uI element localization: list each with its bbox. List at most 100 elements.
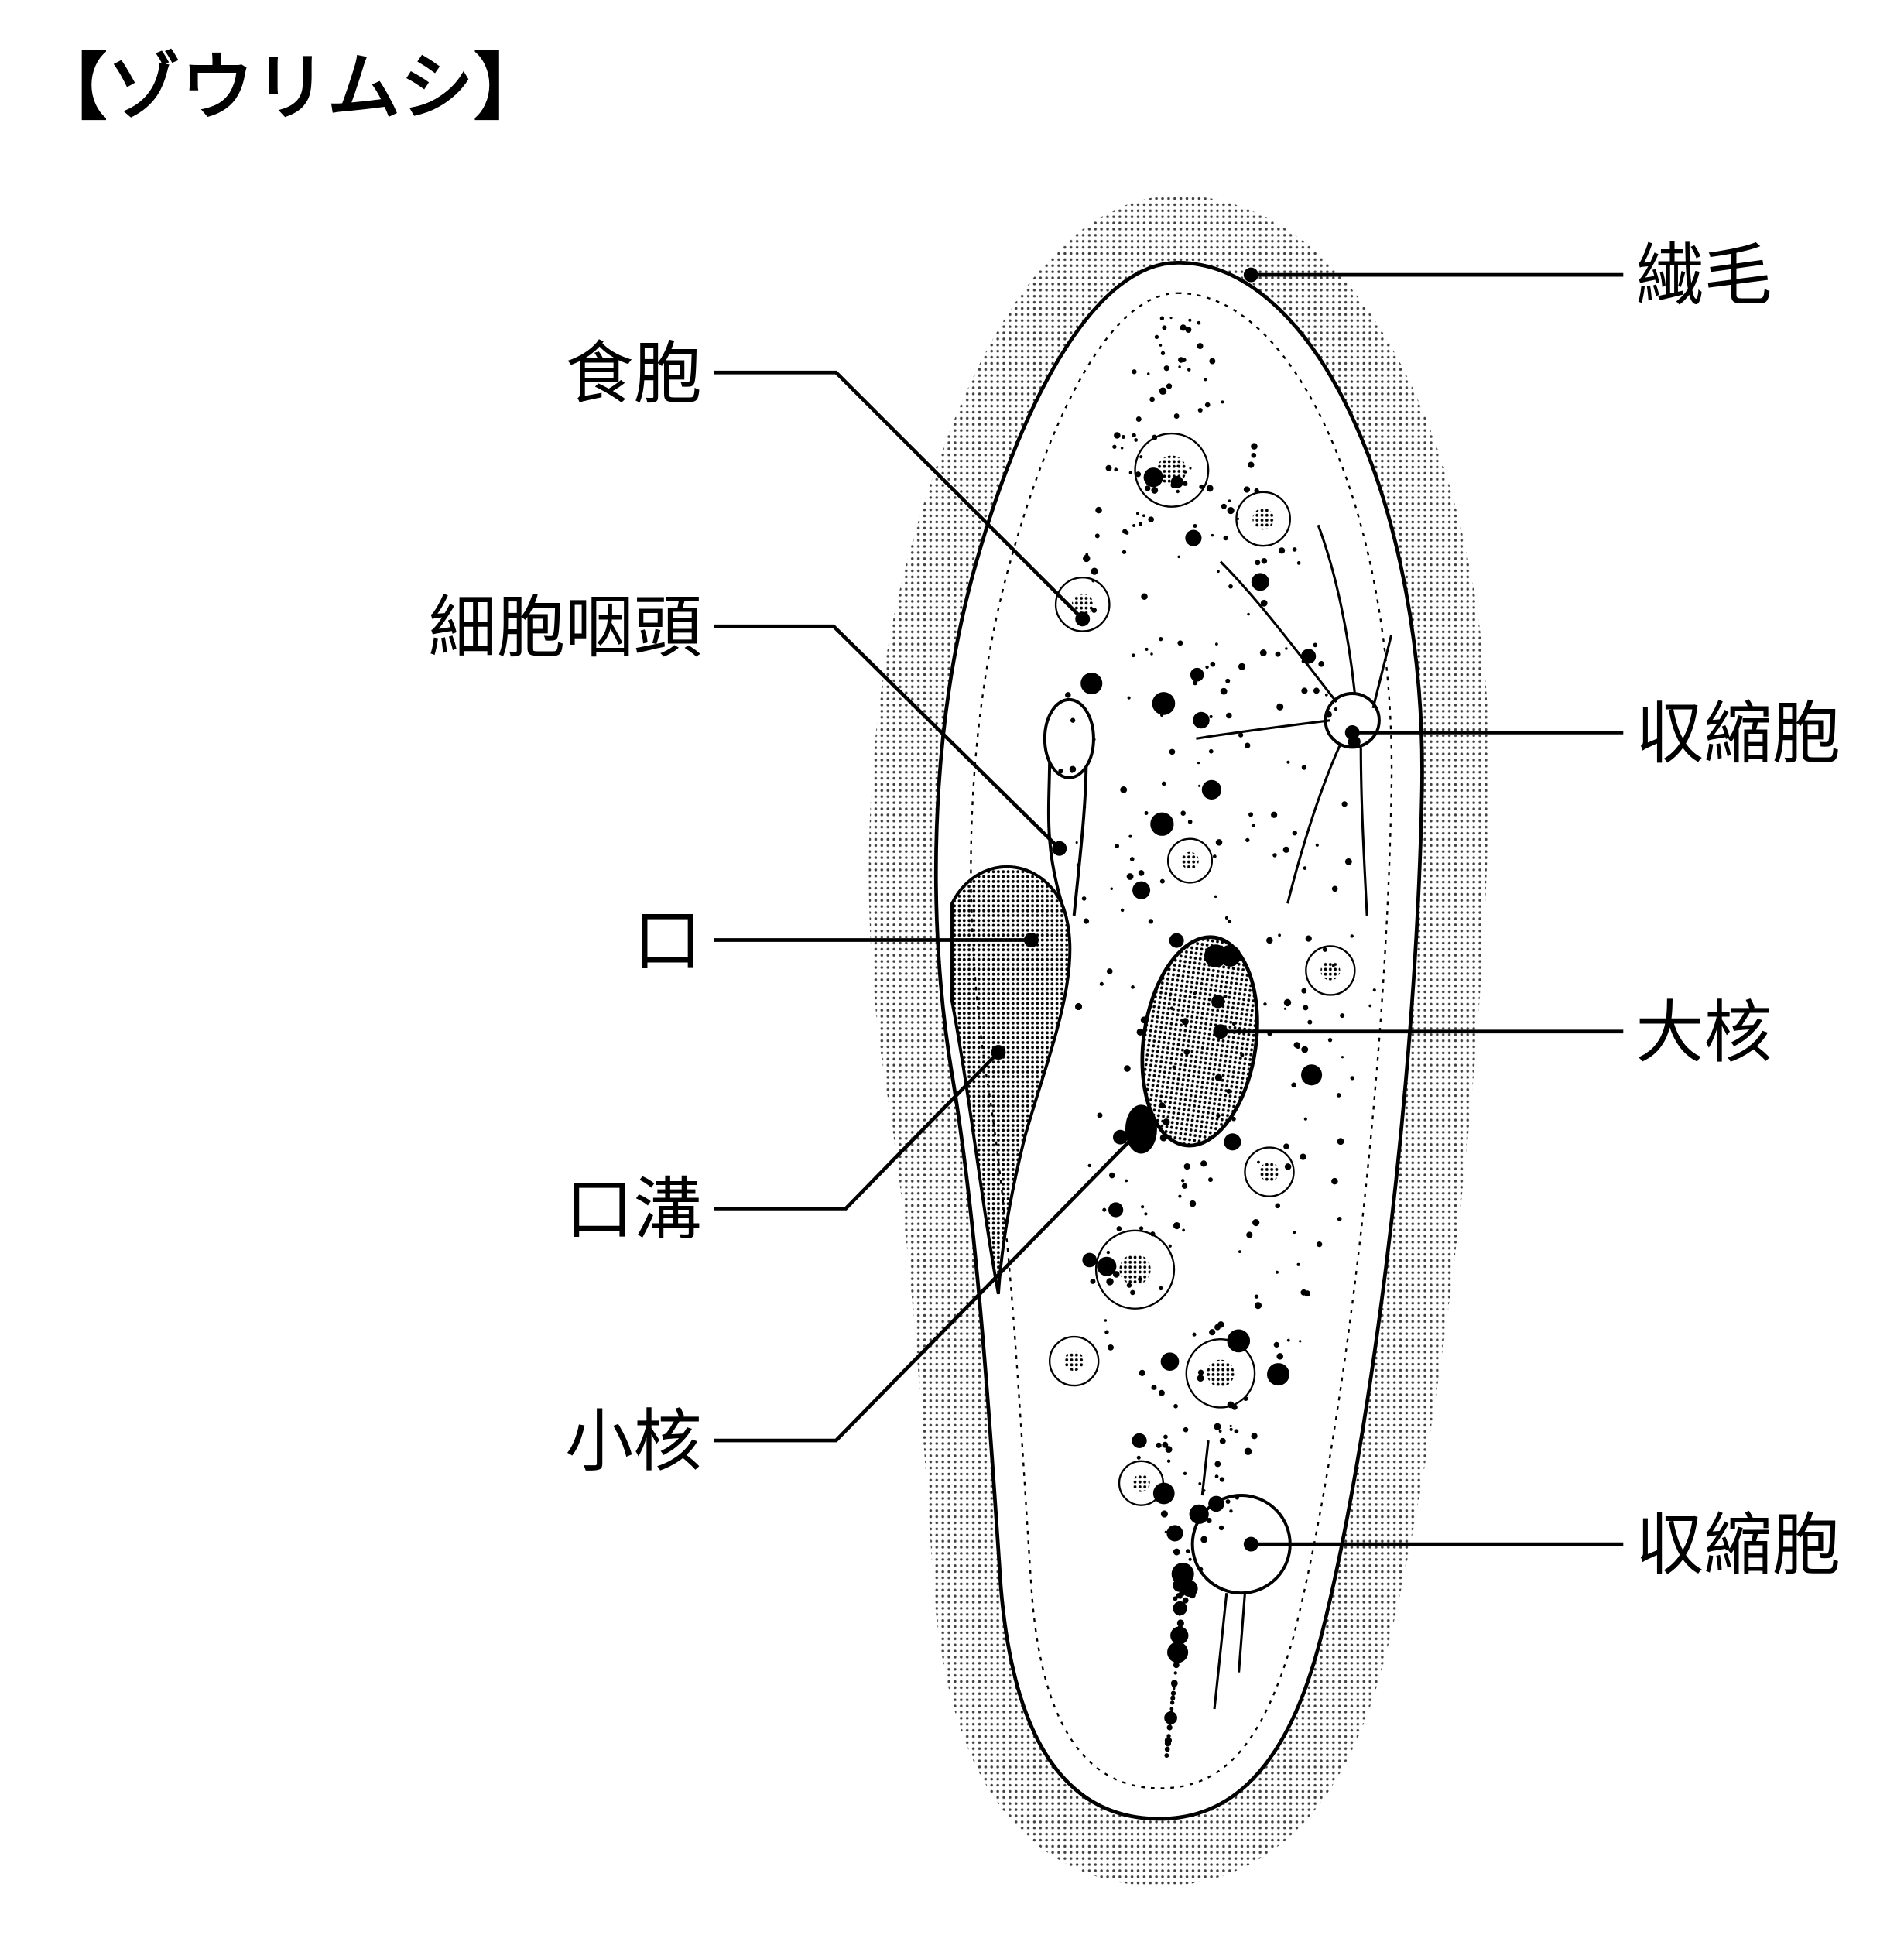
granule — [1177, 555, 1180, 559]
granule — [1112, 1129, 1128, 1145]
granule — [1130, 1289, 1135, 1296]
granule — [1252, 1219, 1260, 1227]
granule — [1217, 570, 1220, 574]
granule — [1271, 811, 1278, 818]
granule — [1160, 714, 1164, 717]
granule — [1181, 1183, 1188, 1189]
granule — [1163, 1118, 1170, 1126]
granule — [1166, 1459, 1171, 1463]
granule — [1180, 324, 1187, 331]
granule — [1183, 1426, 1189, 1433]
granule — [1263, 1002, 1267, 1006]
granule — [1159, 1134, 1167, 1142]
granule — [1255, 560, 1261, 566]
granule — [1266, 937, 1273, 944]
granule — [1076, 863, 1080, 868]
granule — [1251, 573, 1269, 591]
granule — [1197, 762, 1200, 765]
granule — [1225, 678, 1231, 683]
granule — [1159, 387, 1167, 395]
granule — [1120, 447, 1124, 450]
granule — [1104, 1330, 1109, 1334]
granule — [1296, 1262, 1300, 1266]
granule — [1283, 998, 1292, 1007]
granule — [1106, 1278, 1114, 1286]
granule — [1324, 693, 1328, 697]
granule — [1108, 1344, 1114, 1351]
granule — [1301, 765, 1307, 770]
granule — [1251, 1433, 1258, 1440]
granule — [1173, 1578, 1186, 1592]
granule — [1106, 1250, 1111, 1255]
granule — [1224, 995, 1228, 998]
granule — [1336, 1093, 1341, 1098]
oral-groove — [950, 865, 1072, 1295]
label-cilia: 繊毛 — [1635, 236, 1772, 316]
granule — [1152, 1482, 1175, 1505]
granule — [1245, 742, 1251, 748]
granule — [1215, 839, 1223, 846]
granule — [1188, 318, 1192, 322]
granule — [1132, 523, 1136, 528]
granule — [1131, 653, 1135, 658]
radial-canals-upper — [1196, 524, 1393, 916]
granule — [1198, 1481, 1202, 1485]
granule — [1154, 334, 1159, 340]
granule — [1179, 1574, 1186, 1580]
granule — [1131, 985, 1135, 989]
granule — [1082, 1252, 1098, 1268]
granule — [1177, 1625, 1183, 1630]
granule — [1177, 1612, 1182, 1616]
granule — [1212, 854, 1217, 858]
granule — [1108, 1172, 1115, 1179]
granule — [1182, 1597, 1189, 1604]
granule — [1193, 711, 1210, 729]
granule — [1143, 467, 1163, 488]
granule — [1199, 484, 1204, 489]
granule — [1083, 554, 1091, 563]
granule — [1301, 1064, 1323, 1086]
labels: 繊毛 食胞 細胞咽頭 収縮胞 口 大核 口溝 小核 収縮胞 — [429, 236, 1841, 1585]
granule — [1221, 503, 1227, 509]
cytopharynx — [1046, 756, 1088, 916]
granule — [1082, 805, 1087, 809]
granule — [1299, 1340, 1302, 1343]
granule — [1169, 1700, 1175, 1705]
granule — [1207, 1177, 1213, 1183]
granule — [1238, 1250, 1241, 1254]
granule — [1231, 1022, 1236, 1026]
granule — [1251, 453, 1257, 458]
granule — [1128, 471, 1133, 474]
granule — [1132, 369, 1137, 375]
granule — [1307, 1019, 1313, 1025]
granule — [1159, 1286, 1163, 1291]
granule — [1296, 561, 1301, 565]
granule — [1173, 1601, 1187, 1616]
granule — [1183, 470, 1187, 474]
granule — [1120, 786, 1128, 793]
granule — [1158, 1389, 1165, 1396]
granule — [1160, 1510, 1168, 1518]
granule — [1331, 885, 1338, 892]
granule — [1169, 748, 1176, 755]
granule — [1173, 1548, 1180, 1556]
granule — [1140, 1016, 1148, 1024]
granule — [1344, 858, 1352, 865]
granule — [1254, 488, 1259, 494]
granule — [1198, 1567, 1204, 1572]
granule — [1331, 964, 1335, 968]
granule — [1182, 1228, 1186, 1232]
granule — [1188, 1591, 1196, 1599]
granule — [1170, 1696, 1176, 1701]
granule — [1122, 550, 1127, 554]
granule — [1162, 325, 1167, 330]
granule — [1286, 1338, 1290, 1342]
granule — [1225, 1499, 1231, 1505]
granule — [1161, 781, 1166, 786]
granule — [1240, 1053, 1245, 1057]
granule — [1112, 444, 1117, 449]
granule — [1350, 934, 1354, 938]
granule — [1187, 819, 1193, 824]
food-vacuole-content — [1071, 593, 1094, 615]
granule — [1278, 547, 1286, 554]
